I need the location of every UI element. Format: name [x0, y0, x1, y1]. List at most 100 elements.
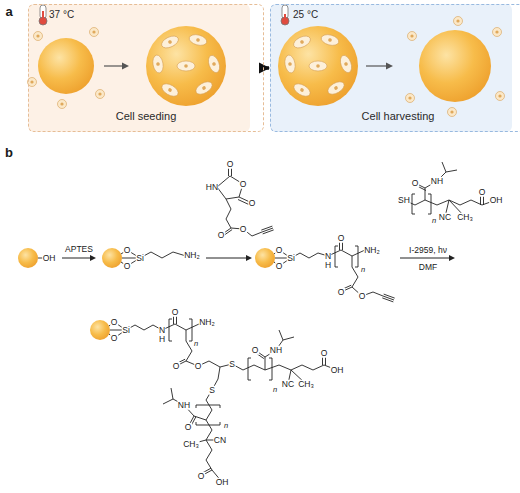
atom-label: OH	[330, 366, 344, 375]
atom-label: O	[194, 362, 202, 371]
atom-label: O	[123, 246, 131, 255]
process-stage-box: 37 °C Cell seeding	[28, 4, 264, 132]
attached-cell	[320, 33, 340, 47]
panel-letter: b	[5, 146, 14, 159]
thermometer-tube	[40, 5, 46, 19]
atom-label: HN	[205, 183, 218, 192]
atom-label: NH	[177, 401, 190, 410]
attached-cell	[160, 34, 181, 51]
atom-label: OH	[215, 478, 229, 487]
reagent-label: DMF	[418, 263, 437, 272]
reaction-arrow	[62, 258, 90, 259]
atom-label: CN	[213, 436, 226, 445]
thermometer-icon	[281, 5, 289, 25]
stage-caption: Cell seeding	[29, 110, 263, 122]
atom-label: Si	[136, 254, 145, 263]
process-stage-box: 25 °C Cell harvesting	[270, 4, 520, 132]
repeat-bracket	[335, 246, 358, 267]
microcarrier	[419, 30, 491, 102]
stage-caption: Cell harvesting	[271, 110, 520, 122]
atom-label: SH	[398, 196, 411, 205]
arrow-head	[122, 63, 129, 70]
attached-cell	[284, 54, 297, 73]
atom-label: O	[358, 292, 366, 301]
microcarrier	[38, 38, 94, 94]
arrow-head	[246, 255, 252, 261]
atom-label: Si	[122, 326, 131, 335]
atom-label: O	[239, 180, 247, 189]
attached-cell	[338, 54, 354, 74]
attached-cell	[206, 54, 222, 74]
atom-label: S	[229, 360, 236, 369]
atom-label: OH	[489, 196, 503, 205]
microcarrier	[146, 26, 226, 106]
atom-label: O	[275, 246, 283, 255]
arrow-head	[90, 255, 96, 261]
temperature-label: 37 °C	[49, 9, 74, 20]
suspended-cell	[34, 32, 43, 41]
atom-label: N	[324, 252, 331, 261]
attached-cell	[177, 61, 195, 71]
atom-label: N	[158, 326, 165, 335]
repeat-index: n	[193, 340, 198, 348]
suspended-cell	[58, 100, 67, 109]
repeat-index: n	[223, 422, 228, 430]
attached-cell	[160, 81, 181, 99]
atom-label: NH₂	[199, 318, 216, 327]
atom-label: O	[337, 288, 345, 297]
atom-label: NC	[281, 380, 294, 389]
detached-cell	[493, 28, 502, 37]
step-arrow	[104, 65, 122, 66]
repeat-bracket	[196, 405, 220, 425]
arrow-head	[386, 63, 393, 70]
atom-label: O	[251, 346, 259, 355]
atom-label: NH₂	[364, 246, 381, 255]
atom-label: NH₂	[184, 251, 201, 260]
step-arrow	[366, 65, 386, 66]
attached-cell	[326, 79, 347, 97]
attached-cell	[292, 34, 313, 51]
atom-label: H	[324, 261, 331, 270]
microcarrier	[90, 320, 110, 340]
atom-label: CH₃	[457, 213, 474, 222]
suspended-cell	[90, 28, 99, 37]
bond	[217, 164, 274, 237]
repeat-index: n	[272, 386, 277, 394]
atom-label: CH₃	[183, 440, 200, 449]
detached-cell	[408, 32, 417, 41]
temperature-label: 25 °C	[293, 9, 318, 20]
microcarrier	[278, 26, 358, 106]
attached-cell	[194, 79, 215, 97]
chemical-bonds	[38, 162, 496, 482]
repeat-index: n	[431, 217, 436, 225]
detached-cell	[454, 17, 463, 26]
repeat-bracket	[169, 319, 192, 341]
reaction-arrow	[400, 258, 449, 259]
detached-cell	[496, 92, 505, 101]
atom-label: CH₃	[298, 380, 315, 389]
attached-cells	[152, 33, 222, 99]
reaction-arrow	[206, 258, 246, 259]
atom-label: Si	[287, 254, 296, 263]
thermometer-level	[284, 14, 286, 20]
atom-label: O	[110, 334, 118, 343]
atom-label: O	[197, 472, 205, 481]
atom-label: O	[478, 188, 486, 197]
microcarrier	[255, 248, 275, 268]
atom-label: NH	[430, 177, 443, 186]
atom-label: S	[209, 386, 216, 395]
detached-cell	[406, 94, 415, 103]
bond	[404, 162, 496, 217]
atom-label: O	[411, 179, 419, 188]
atom-label: H	[158, 335, 165, 344]
atom-label: O	[110, 318, 118, 327]
arrow-head	[449, 255, 455, 261]
microcarrier	[18, 248, 38, 268]
atom-label: O	[172, 362, 180, 371]
thermometer-level	[42, 11, 44, 20]
atom-label: NC	[438, 213, 451, 222]
bond	[232, 330, 337, 384]
atom-label: O	[337, 234, 345, 243]
atom-label: OH	[42, 254, 56, 263]
